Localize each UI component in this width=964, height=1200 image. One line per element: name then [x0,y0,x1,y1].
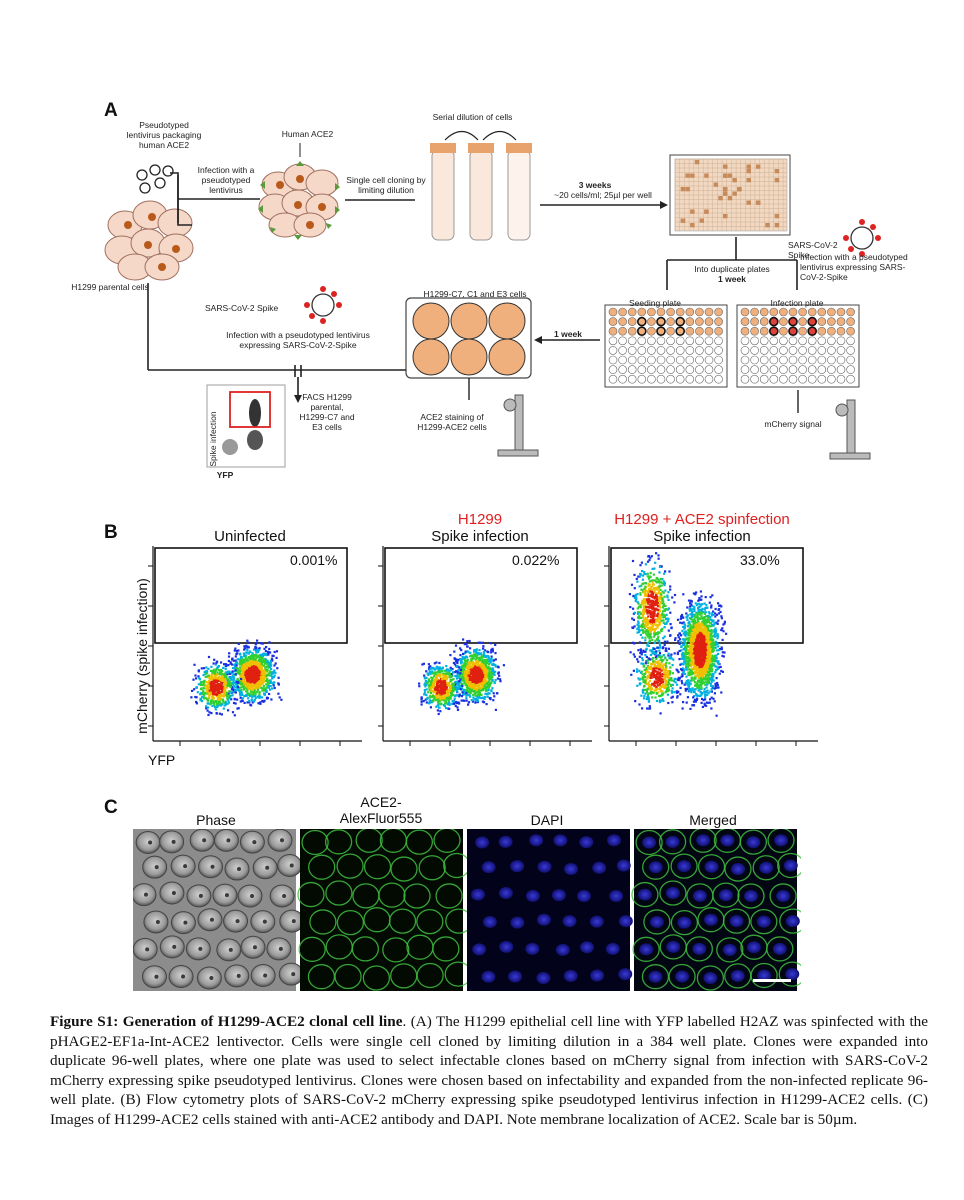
figure-caption: Figure S1: Generation of H1299-ACE2 clon… [50,1012,928,1130]
flow-plot-2-percent: 0.022% [512,552,559,568]
label-yfp-mini: YFP [210,470,240,480]
label-one-week-a: 1 week [702,274,762,284]
flow-plot-2-density [418,638,505,715]
label-infection-right: Infection with a pseudotyped lentivirus … [800,252,920,282]
label-infection-left: Infection with a pseudotyped lentivirus … [218,330,378,350]
lentivirus-particles-icon [137,165,173,193]
flow-plot-3-red-title: H1299 + ACE2 spinfection [597,511,807,528]
flow-xlabel: YFP [148,752,175,768]
label-seeding-plate: Seeding plate [620,298,690,308]
label-h1299-parental: H1299 parental cells [60,282,160,292]
ace2-cells-icon [258,161,340,240]
flow-plot-3-title: Spike infection [597,528,807,545]
image-title-phase: Phase [135,812,297,828]
label-one-week-b: 1 week [548,329,588,339]
label-clones: H1299-C7, C1 and E3 cells [420,289,530,299]
flow-plot-1-title: Uninfected [150,528,350,545]
caption-label: Figure S1: [50,1013,118,1030]
flow-plot-2-red-title: H1299 [380,511,580,528]
image-title-dapi: DAPI [466,812,628,828]
panel-b-letter: B [104,522,118,544]
flow-plot-2-title: Spike infection [380,528,580,545]
flow-plot-3-percent: 33.0% [740,552,780,568]
caption-title: Generation of H1299-ACE2 clonal cell lin… [123,1013,403,1030]
image-title-ace2: ACE2- AlexFluor555 [300,794,462,826]
infection-plate-icon [737,305,859,387]
label-infection-plate: Infection plate [762,298,832,308]
flow-plot-3-density [629,552,727,717]
flow-plot-1-percent: 0.001% [290,552,337,568]
label-serial-dilution: Serial dilution of cells [430,112,515,122]
label-spike-infection-mini: Spike infection [208,404,218,474]
image-title-merged: Merged [632,812,794,828]
six-well-plate-icon [406,298,531,378]
panel-a-diagram [100,95,890,475]
dilution-tubes-icon [430,143,532,240]
label-infection-pseudo: Infection with a pseudotyped lentivirus [196,165,256,195]
label-density: ~20 cells/ml; 25µl per well [548,190,658,200]
label-packaging: Pseudotyped lentivirus packaging human A… [125,120,203,150]
microscope-icon-right [830,400,870,459]
microscope-icon-left [498,395,538,456]
flow-plot-2 [370,546,595,746]
microscopy-images [133,829,801,991]
label-human-ace2: Human ACE2 [275,129,340,139]
label-mcherry-signal: mCherry signal [758,419,828,429]
label-sars-spike-left: SARS-CoV-2 Spike [205,303,297,313]
dapi-image [467,829,630,991]
facs-miniplot-icon [207,385,285,467]
spike-virus-icon-left [304,286,342,324]
label-facs: FACS H1299 parental, H1299-C7 and E3 cel… [296,392,358,432]
panel-c-letter: C [104,797,118,819]
scale-bar [753,979,791,982]
label-single-cell: Single cell cloning by limiting dilution [346,175,426,195]
seeding-plate-icon [605,305,727,387]
label-three-weeks: 3 weeks [560,180,630,190]
label-duplicate-plates: Into duplicate plates [687,264,777,274]
flow-plot-1 [140,546,365,746]
caption-body: . (A) The H1299 epithelial cell line wit… [50,1013,928,1128]
parental-cells-icon [105,201,193,280]
flow-plot-1-density [190,640,282,717]
label-ace2-staining: ACE2 staining of H1299-ACE2 cells [415,412,489,432]
flow-plot-3 [596,546,821,746]
